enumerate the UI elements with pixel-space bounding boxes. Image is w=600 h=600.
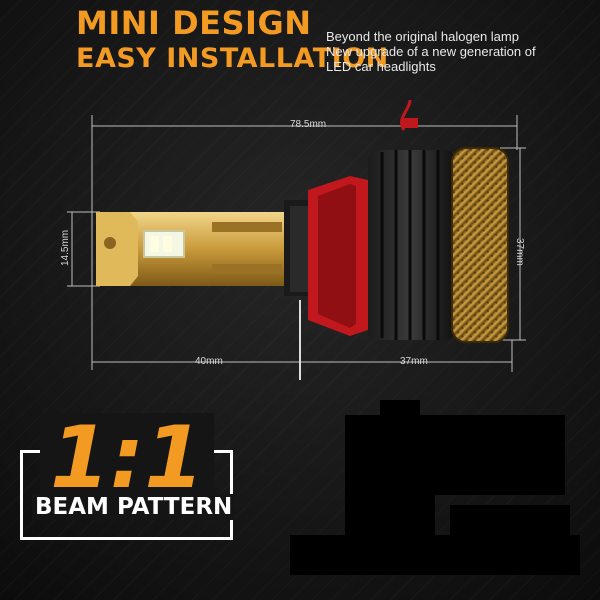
tagline: Beyond the original halogen lamp New upg… [326, 29, 536, 74]
tagline-line-3: LED car headlights [326, 59, 436, 74]
dim-rear-length: 37mm [400, 356, 428, 367]
gold-cap [451, 147, 509, 343]
dim-front-length: 40mm [195, 356, 223, 367]
dim-height-large: 37mm [514, 238, 525, 266]
headline-line-1: MINI DESIGN [76, 4, 312, 42]
headline-line-2: EASY INSTALLATION [76, 43, 389, 74]
dim-height-small: 14.5mm [60, 229, 71, 266]
red-socket [308, 176, 368, 336]
tagline-line-1: Beyond the original halogen lamp [326, 29, 519, 44]
beam-ratio: 1:1 [40, 413, 215, 503]
heat-sink [368, 150, 454, 340]
dark-blocks [290, 400, 580, 575]
beam-pattern-label: BEAM PATTERN [32, 494, 236, 520]
led-head [96, 212, 296, 286]
dim-total-length: 78.5mm [290, 119, 327, 130]
headline: MINI DESIGN EASY INSTALLATION [76, 6, 389, 76]
tagline-line-2: New upgrade of a new generation of [326, 44, 536, 59]
